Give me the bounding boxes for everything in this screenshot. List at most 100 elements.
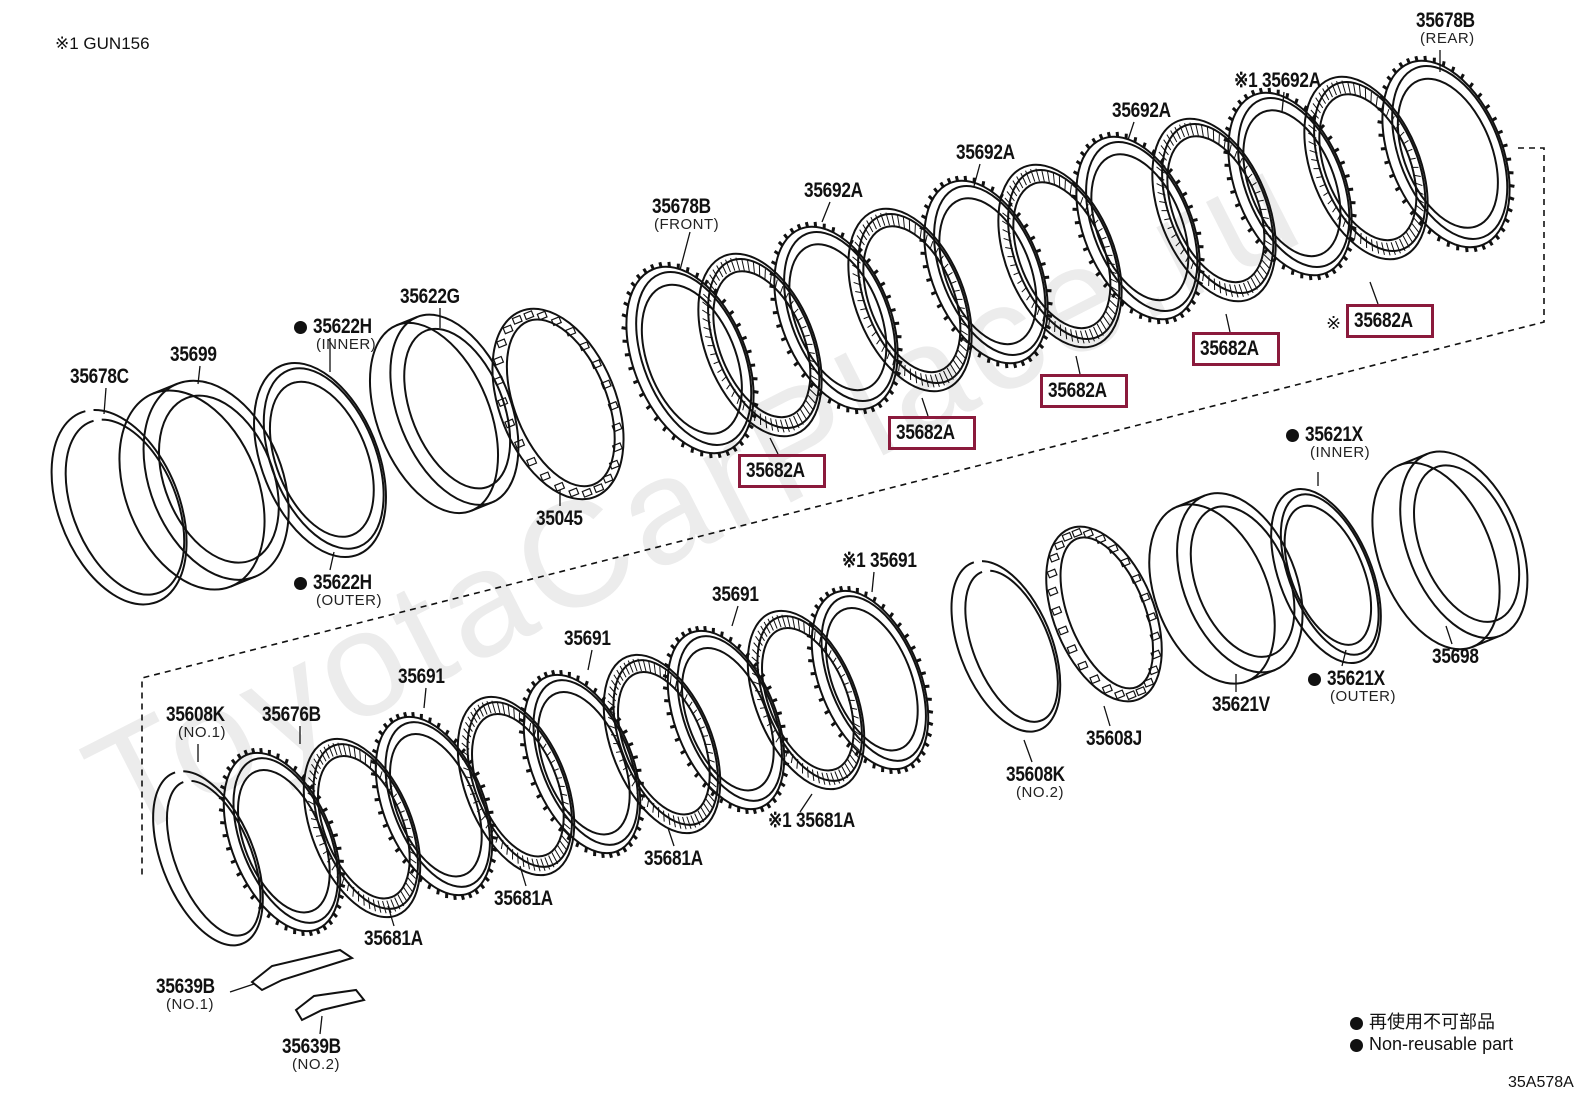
- clutch-disc: [746, 609, 866, 791]
- label-35621X-inner[interactable]: 35621X: [1286, 424, 1376, 446]
- disc-tooth: [703, 625, 707, 632]
- disc-tooth: [847, 585, 851, 592]
- spring-coil: [1149, 631, 1161, 642]
- spring-coil: [1125, 690, 1137, 701]
- disc-tooth: [551, 669, 556, 676]
- disc-tooth: [1436, 235, 1442, 242]
- friction-hatch: [892, 355, 896, 366]
- friction-hatch: [513, 708, 515, 720]
- label-35608J[interactable]: 35608J: [1086, 727, 1142, 750]
- friction-hatch: [682, 816, 687, 830]
- disc-outer-edge: [522, 673, 642, 855]
- label-35678B-front[interactable]: 35678B: [652, 195, 711, 218]
- label-35622G[interactable]: 35622G: [400, 285, 460, 308]
- friction-hatch: [659, 666, 661, 678]
- label-35045[interactable]: 35045: [536, 507, 583, 530]
- friction-hatch: [845, 691, 853, 694]
- friction-hatch: [902, 216, 905, 229]
- friction-hatch: [631, 780, 637, 787]
- disc-tooth: [1247, 227, 1254, 233]
- spring-ring: [1045, 525, 1163, 703]
- leader-line: [423, 687, 427, 709]
- label-35692A-1[interactable]: 35692A: [804, 179, 863, 202]
- friction-hatch: [807, 394, 816, 404]
- friction-hatch: [852, 729, 861, 736]
- disc-tooth: [771, 797, 778, 804]
- friction-hatch: [835, 665, 842, 671]
- disc-outer-edge: [1075, 135, 1201, 321]
- label-35681A-s[interactable]: ※1 35681A: [768, 809, 855, 832]
- friction-hatch: [1405, 232, 1414, 244]
- friction-hatch: [663, 810, 665, 822]
- disc-tooth: [301, 930, 305, 937]
- friction-hatch: [781, 614, 786, 628]
- friction-hatch: [943, 370, 950, 384]
- disc-tooth: [452, 738, 459, 744]
- friction-hatch: [1036, 306, 1041, 316]
- disc-tooth: [1497, 129, 1504, 135]
- label-35622H-outer[interactable]: 35622H: [294, 572, 385, 594]
- label-35639B-no1[interactable]: 35639B: [156, 975, 215, 998]
- label-35698[interactable]: 35698: [1432, 645, 1479, 668]
- label-35691-b[interactable]: 35691: [564, 627, 611, 650]
- label-35682A-3[interactable]: 35682A: [1048, 379, 1107, 402]
- disc-tooth: [896, 768, 901, 775]
- disc-tooth: [1508, 171, 1514, 175]
- label-35608K-no1[interactable]: 35608K: [166, 703, 225, 726]
- friction-hatch: [1323, 191, 1330, 196]
- label-35621X-outer[interactable]: 35621X: [1308, 668, 1398, 690]
- clutch-disc: [1151, 117, 1277, 303]
- friction-hatch: [1212, 129, 1215, 142]
- friction-hatch: [1405, 148, 1413, 153]
- friction-hatch: [1414, 182, 1423, 187]
- leader-line: [1103, 705, 1111, 727]
- label-35622H-inner[interactable]: 35622H: [294, 316, 385, 338]
- label-35682A-4[interactable]: 35682A: [1200, 337, 1259, 360]
- label-35608K-no2[interactable]: 35608K: [1006, 763, 1065, 786]
- friction-hatch: [695, 717, 702, 723]
- label-35699[interactable]: 35699: [170, 343, 217, 366]
- label-35682A-2[interactable]: 35682A: [896, 421, 955, 444]
- disc-tooth: [896, 335, 902, 339]
- friction-hatch: [1360, 233, 1362, 244]
- label-35692A-3[interactable]: 35692A: [1112, 99, 1171, 122]
- disc-inner-edge: [1283, 504, 1373, 646]
- label-35678C[interactable]: 35678C: [70, 365, 129, 388]
- label-35639B-no2[interactable]: 35639B: [282, 1035, 341, 1058]
- friction-hatch: [379, 771, 383, 780]
- label-35682A-1[interactable]: 35682A: [746, 459, 805, 482]
- disc-tooth: [559, 669, 563, 676]
- label-35681A-c[interactable]: 35681A: [364, 927, 423, 950]
- friction-hatch: [891, 212, 895, 226]
- disc-tooth: [741, 335, 748, 341]
- label-35682A-5[interactable]: 35682A: [1354, 309, 1413, 332]
- spring-coil: [1077, 660, 1089, 671]
- label-35621V[interactable]: 35621V: [1212, 693, 1270, 716]
- disc-tooth: [783, 761, 790, 766]
- friction-hatch: [775, 419, 779, 433]
- disc-tooth: [608, 852, 613, 859]
- spring-coil: [502, 324, 514, 335]
- friction-hatch: [857, 300, 865, 302]
- friction-hatch: [637, 658, 642, 672]
- friction-hatch: [1348, 223, 1352, 234]
- leader-line: [1281, 91, 1285, 113]
- label-35678B-rear[interactable]: 35678B: [1416, 9, 1475, 32]
- disc-tooth: [530, 680, 537, 687]
- disc-tooth: [584, 680, 589, 687]
- label-35691-top[interactable]: ※1 35691: [842, 549, 917, 572]
- label-35681A-b[interactable]: 35681A: [494, 887, 553, 910]
- label-35691-a[interactable]: 35691: [712, 583, 759, 606]
- friction-hatch: [557, 844, 565, 856]
- disc-tooth: [924, 684, 930, 689]
- label-35692A-4[interactable]: ※1 35692A: [1234, 69, 1321, 92]
- friction-hatch: [713, 360, 721, 365]
- label-35692A-2[interactable]: 35692A: [956, 141, 1015, 164]
- disc-tooth: [222, 833, 228, 838]
- label-35681A-a[interactable]: 35681A: [644, 847, 703, 870]
- clutch-disc: [602, 653, 722, 835]
- label-35676B[interactable]: 35676B: [262, 703, 321, 726]
- disc-tooth: [370, 772, 377, 777]
- label-35691-c[interactable]: 35691: [398, 665, 445, 688]
- friction-hatch: [736, 395, 741, 405]
